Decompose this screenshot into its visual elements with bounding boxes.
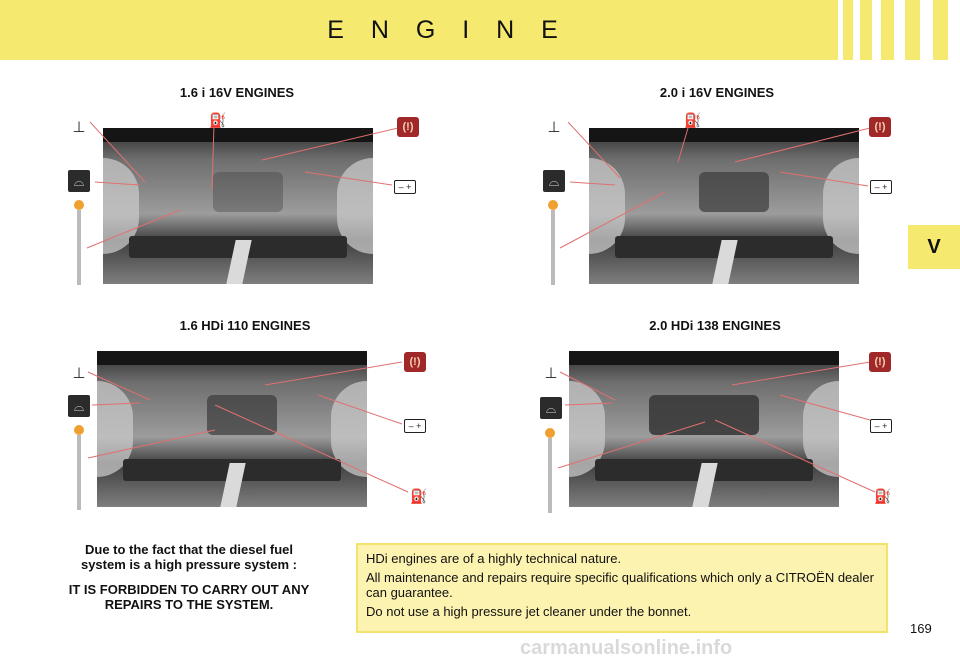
brake-fluid-icon: (!): [397, 117, 419, 137]
diesel-warning-forbidden: IT IS FORBIDDEN TO CARRY OUT ANY REPAIRS…: [68, 582, 310, 612]
oil-dipstick-icon: [545, 428, 555, 513]
battery-icon: – +: [870, 180, 892, 194]
oil-dipstick-icon: [74, 425, 84, 510]
page-number: 169: [910, 621, 932, 636]
section-title-2-0i: 2.0 i 16V ENGINES: [659, 85, 775, 100]
header-stripe: [872, 0, 881, 60]
oil-dipstick-icon: [74, 200, 84, 285]
brake-fluid-icon: (!): [869, 117, 891, 137]
info-paragraph-3: Do not use a high pressure jet cleaner u…: [366, 604, 692, 619]
info-paragraph-2: All maintenance and repairs require spec…: [366, 570, 874, 600]
header-stripe: [838, 0, 843, 60]
battery-icon: – +: [404, 419, 426, 433]
chapter-header: E N G I N E: [0, 0, 960, 60]
info-paragraph-1: HDi engines are of a highly technical na…: [366, 551, 622, 566]
battery-icon: – +: [394, 180, 416, 194]
engine-oil-icon: ⛽: [209, 112, 227, 128]
engine-oil-icon: ⛽: [684, 112, 702, 128]
brake-fluid-icon: (!): [404, 352, 426, 372]
watermark: carmanualsonline.info: [520, 637, 733, 659]
screenwash-icon: ⌓: [540, 397, 562, 419]
diesel-warning-intro: Due to the fact that the diesel fuel sys…: [80, 542, 298, 572]
screenwash-icon: ⌓: [68, 395, 90, 417]
coolant-level-icon: ⊥: [544, 364, 558, 382]
oil-dipstick-icon: [548, 200, 558, 285]
coolant-level-icon: ⊥: [547, 118, 561, 136]
chapter-tab[interactable]: V: [908, 225, 960, 269]
coolant-level-icon: ⊥: [72, 118, 86, 136]
diesel-warning: Due to the fact that the diesel fuel sys…: [64, 542, 314, 622]
section-title-2-0hdi: 2.0 HDi 138 ENGINES: [649, 318, 781, 333]
screenwash-icon: ⌓: [543, 170, 565, 192]
engine-bay-photo-2-0i: [589, 128, 859, 284]
header-stripe: [948, 0, 960, 60]
engine-bay-photo-2-0hdi: [569, 351, 839, 507]
header-stripe: [920, 0, 933, 60]
engine-bay-photo-1-6i: [103, 128, 373, 284]
header-stripe: [894, 0, 905, 60]
hdi-info-box: HDi engines are of a highly technical na…: [356, 543, 888, 633]
section-title-1-6hdi: 1.6 HDi 110 ENGINES: [179, 318, 311, 333]
coolant-level-icon: ⊥: [72, 364, 86, 382]
brake-fluid-icon: (!): [869, 352, 891, 372]
chapter-title: E N G I N E: [327, 16, 568, 44]
section-title-1-6i: 1.6 i 16V ENGINES: [179, 85, 295, 100]
engine-oil-icon: ⛽: [410, 488, 428, 504]
engine-oil-icon: ⛽: [874, 488, 892, 504]
screenwash-icon: ⌓: [68, 170, 90, 192]
engine-bay-photo-1-6hdi: [97, 351, 367, 507]
header-stripe: [853, 0, 860, 60]
battery-icon: – +: [870, 419, 892, 433]
